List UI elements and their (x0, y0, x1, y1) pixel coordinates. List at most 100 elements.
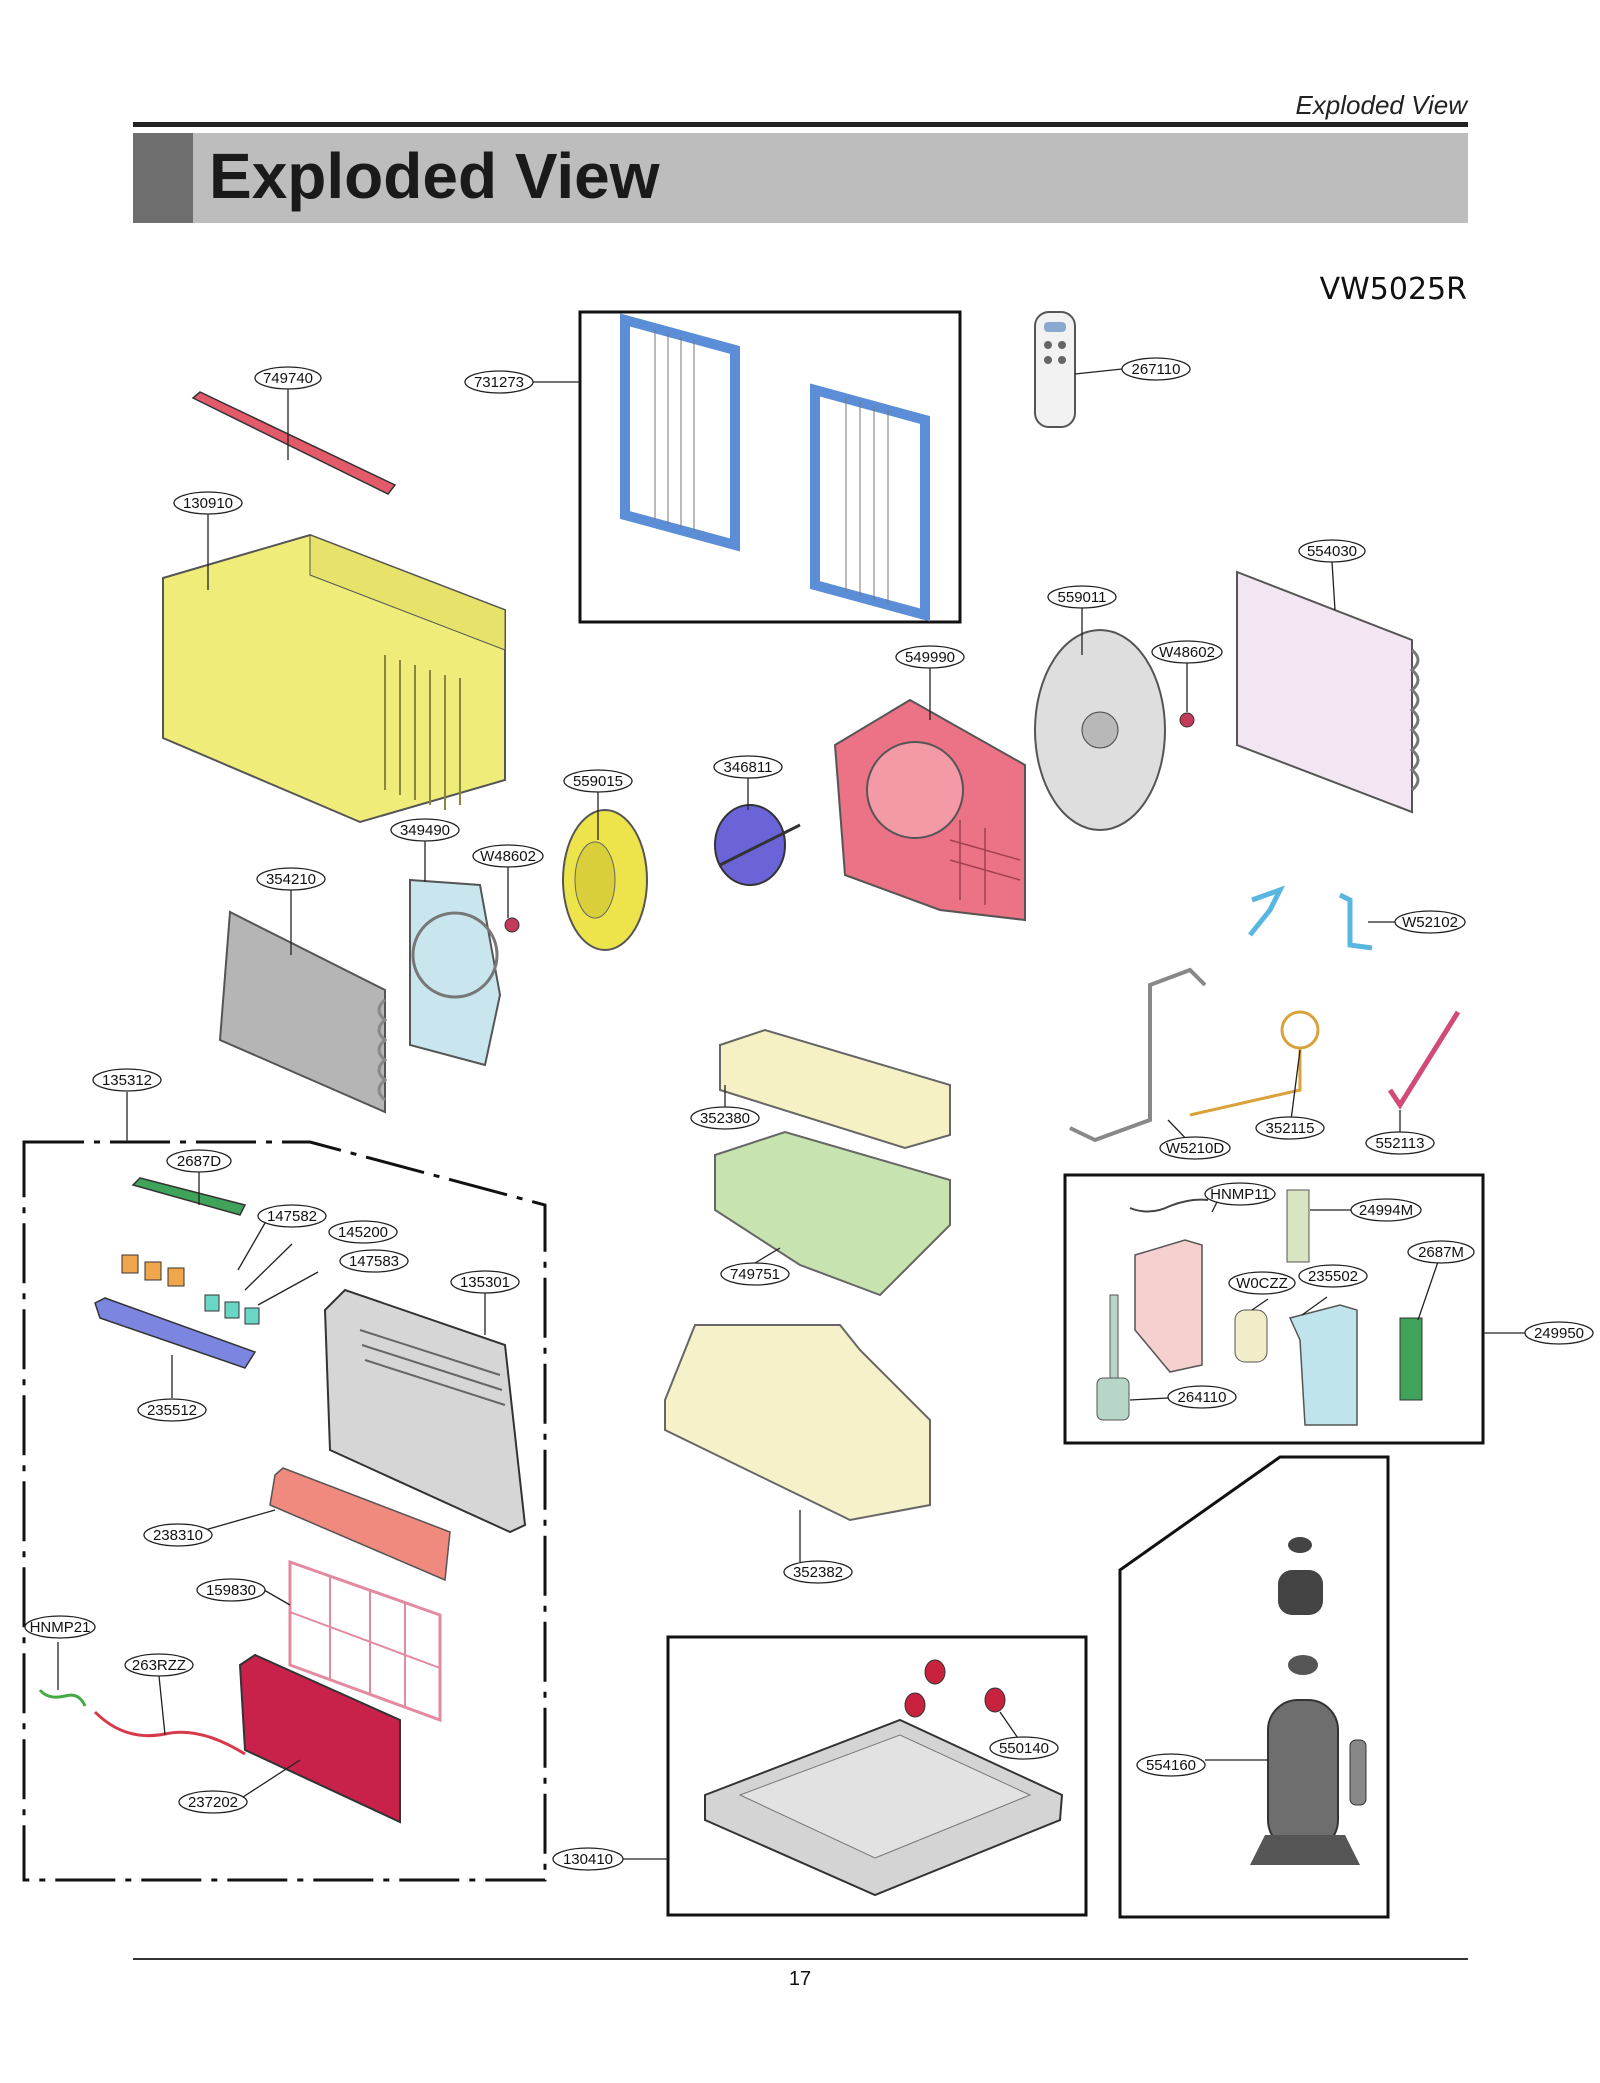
part-159830-air-filter (288, 1559, 442, 1723)
svg-text:235502: 235502 (1308, 1268, 1358, 1285)
part-552113-pipe (1387, 1010, 1461, 1110)
part-147583-knobs (204, 1294, 260, 1325)
svg-text:2687M: 2687M (1418, 1244, 1464, 1261)
svg-text:145200: 145200 (338, 1224, 388, 1241)
part-135301-front-grille (323, 1288, 527, 1534)
part-HNMP21-wire (38, 1688, 87, 1707)
part-130410-base-pan (704, 1718, 1064, 1897)
callout-135312: 135312 (92, 1068, 162, 1092)
callout-237202: 237202 (178, 1790, 248, 1814)
part-159830-grid (289, 1576, 441, 1706)
callout-249950: 249950 (1524, 1321, 1594, 1345)
group-box-front-grille (22, 1140, 547, 1882)
callout-263RZZ: 263RZZ (124, 1653, 194, 1677)
part-554160-compressor (1250, 1537, 1367, 1865)
callout-749751: 749751 (720, 1262, 790, 1286)
part-HNMP11-wire (1129, 1198, 1209, 1213)
svg-text:159830: 159830 (206, 1582, 256, 1599)
callout-159830: 159830 (196, 1578, 266, 1602)
svg-text:130410: 130410 (563, 1851, 613, 1868)
callout-147583: 147583 (339, 1249, 409, 1273)
svg-text:554030: 554030 (1307, 543, 1357, 560)
svg-text:354210: 354210 (266, 871, 316, 888)
callout-HNMP21: HNMP21 (24, 1615, 96, 1639)
svg-text:HNMP11: HNMP11 (1210, 1186, 1270, 1203)
callout-235502: 235502 (1298, 1264, 1368, 1288)
callout-352115: 352115 (1255, 1116, 1325, 1140)
callout-130910: 130910 (173, 491, 243, 515)
callout-559015: 559015 (563, 769, 633, 793)
svg-text:135301: 135301 (460, 1274, 510, 1291)
part-749740-rail (191, 391, 397, 495)
callout-135301: 135301 (450, 1270, 520, 1294)
part-550140-grommets (904, 1659, 1006, 1718)
svg-text:749740: 749740 (263, 370, 313, 387)
svg-text:237202: 237202 (188, 1794, 238, 1811)
part-352115-capillary (1189, 1010, 1320, 1117)
part-731273-side-curtains (620, 313, 930, 622)
part-263RZZ-wire (93, 1710, 246, 1756)
callout-238310: 238310 (143, 1523, 213, 1547)
part-554030-condenser (1236, 570, 1420, 814)
part-24994M-box (1286, 1189, 1310, 1263)
callout-2687D: 2687D (166, 1149, 232, 1173)
svg-text:552113: 552113 (1376, 1135, 1425, 1152)
svg-text:235512: 235512 (147, 1402, 197, 1419)
part-W52102-tubes (1248, 885, 1373, 951)
part-267110-remote (1034, 311, 1076, 428)
svg-text:W48602: W48602 (480, 848, 536, 865)
model-number: VW5025R (1319, 272, 1467, 307)
part-559011-fan-blade (1034, 629, 1166, 831)
callout-145200: 145200 (328, 1220, 398, 1244)
svg-text:W0CZZ: W0CZZ (1236, 1275, 1288, 1292)
svg-text:130910: 130910 (183, 495, 233, 512)
callout-354210: 354210 (256, 867, 326, 891)
svg-text:238310: 238310 (153, 1527, 203, 1544)
group-box-compressor (1118, 1455, 1390, 1919)
svg-text:346811: 346811 (724, 759, 773, 776)
callout-352380: 352380 (690, 1106, 760, 1130)
svg-text:549990: 549990 (905, 649, 955, 666)
part-W48602-nut-lower (504, 917, 520, 933)
part-749751-drain-pan (714, 1130, 951, 1297)
svg-text:249950: 249950 (1534, 1325, 1584, 1342)
callout-352382: 352382 (783, 1560, 853, 1584)
callout-554030: 554030 (1298, 539, 1366, 563)
svg-text:554160: 554160 (1146, 1757, 1196, 1774)
callout-554160: 554160 (1136, 1753, 1206, 1777)
callout-349490: 349490 (390, 818, 460, 842)
svg-text:W5210D: W5210D (1166, 1140, 1225, 1157)
callout-W48602-lower: W48602 (472, 844, 544, 868)
svg-text:267110: 267110 (1132, 361, 1181, 378)
svg-text:731273: 731273 (474, 374, 524, 391)
part-147582-knobs (121, 1254, 185, 1287)
callout-HNMP11: HNMP11 (1204, 1182, 1276, 1206)
callout-235512: 235512 (137, 1398, 207, 1422)
title-bar: Exploded View (133, 133, 1468, 223)
group-box-side-curtains (578, 310, 962, 624)
svg-text:352382: 352382 (793, 1564, 843, 1581)
callout-2687M: 2687M (1407, 1240, 1475, 1264)
svg-text:264110: 264110 (1178, 1389, 1227, 1406)
callout-24994M: 24994M (1350, 1198, 1422, 1222)
svg-text:749751: 749751 (730, 1266, 780, 1283)
part-2687D-pcb (131, 1177, 247, 1216)
part-559015-blower (562, 809, 648, 951)
part-W5210D-pipe (1069, 967, 1207, 1143)
callout-264110: 264110 (1167, 1385, 1237, 1409)
callout-549990: 549990 (895, 645, 965, 669)
part-549990-shroud (833, 698, 1026, 922)
svg-text:147583: 147583 (349, 1253, 399, 1270)
svg-text:550140: 550140 (999, 1740, 1049, 1757)
part-235512-control-panel (94, 1297, 257, 1369)
callout-550140: 550140 (989, 1736, 1059, 1760)
part-354210-evaporator (218, 910, 388, 1114)
svg-text:352380: 352380 (700, 1110, 750, 1127)
part-346811-motor (714, 804, 801, 886)
svg-text:135312: 135312 (102, 1072, 152, 1089)
callout-W52102: W52102 (1394, 910, 1466, 934)
svg-text:349490: 349490 (400, 822, 450, 839)
callout-731273: 731273 (464, 370, 534, 394)
part-264110-rod (1109, 1294, 1119, 1386)
